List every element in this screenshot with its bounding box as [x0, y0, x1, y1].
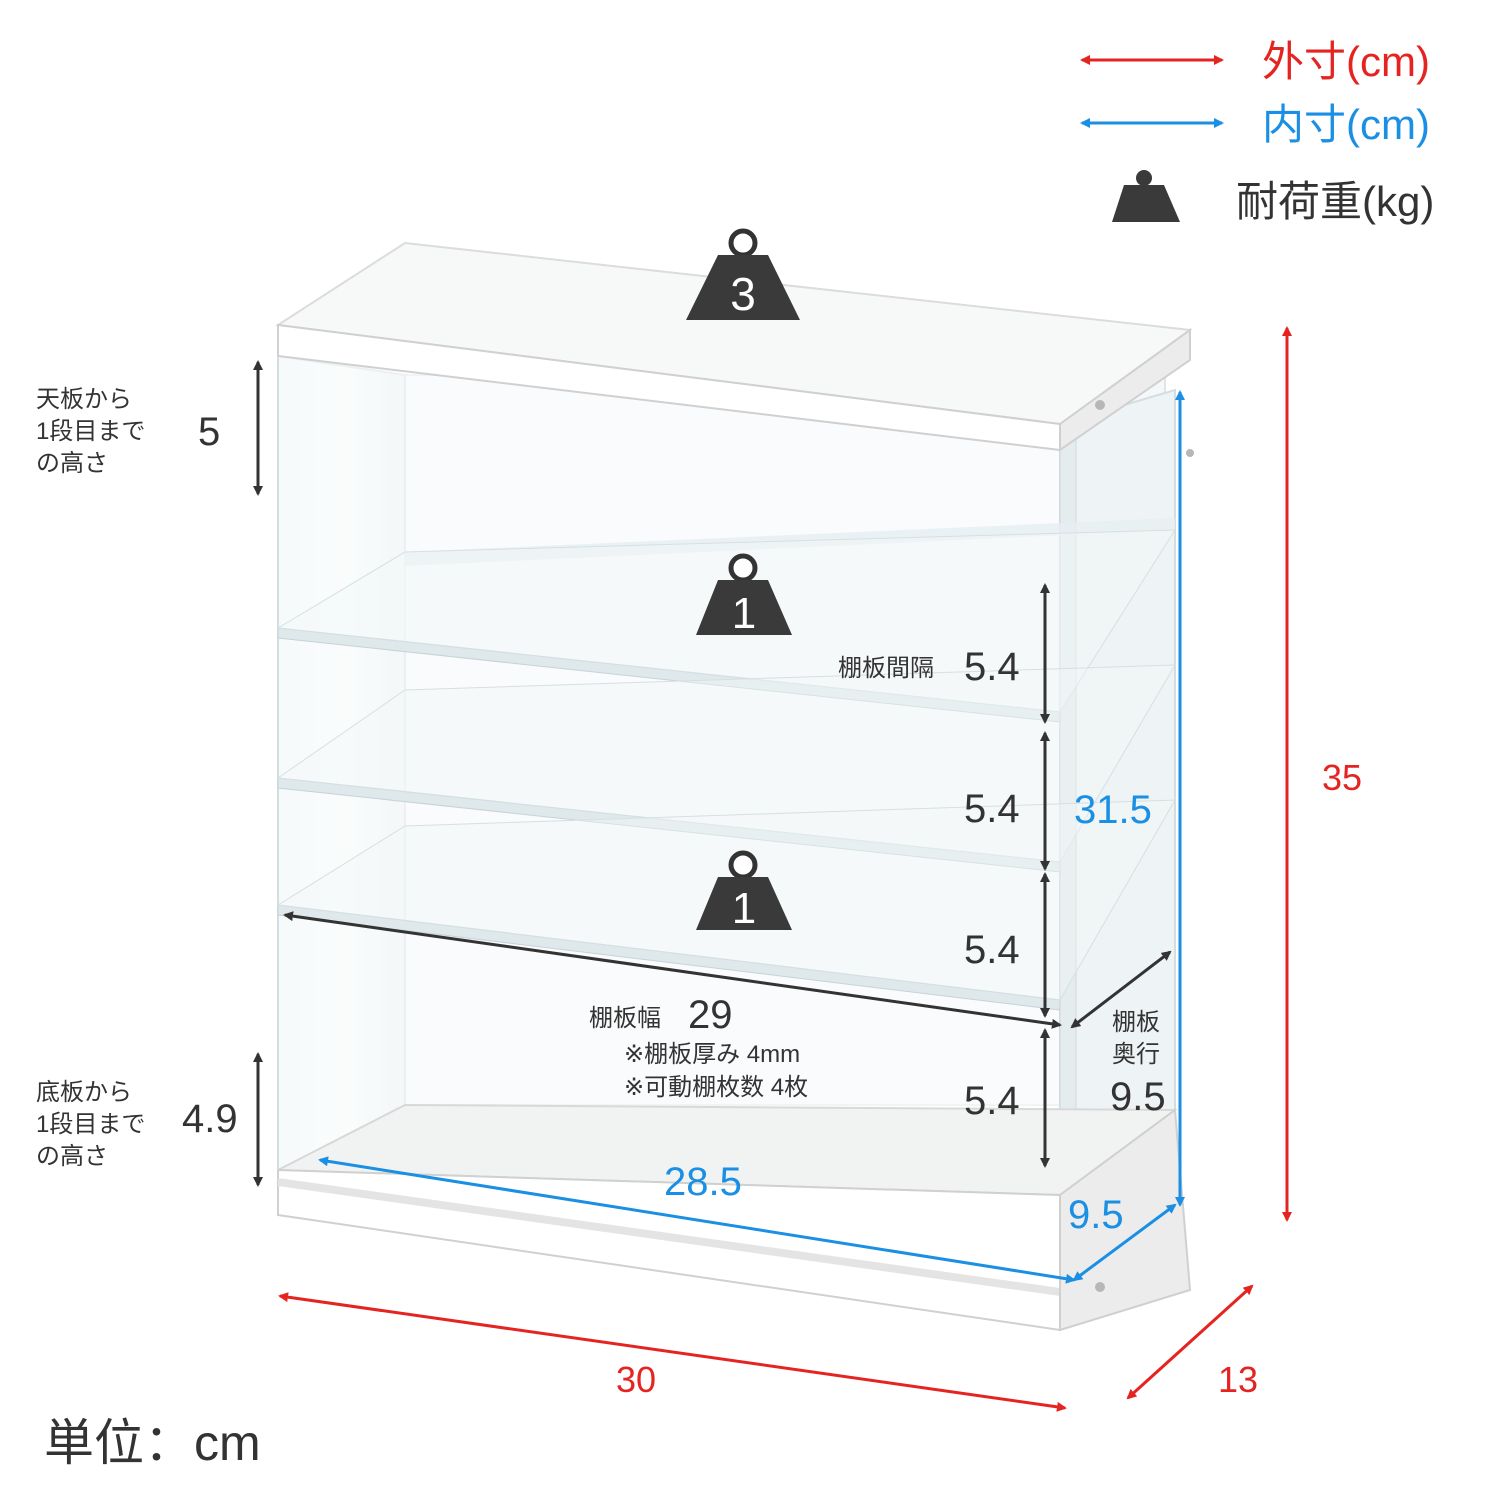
- top-gap-value: 5: [198, 410, 220, 454]
- inner-depth-value: 9.5: [1068, 1193, 1124, 1237]
- weight-shelf-lower-value: 1: [732, 884, 756, 933]
- shelf-width-label: 棚板幅: [589, 1005, 661, 1032]
- legend-inner-label: 内寸(cm): [1262, 101, 1430, 148]
- shelf-count-note: ※可動棚枚数 4枚: [624, 1074, 808, 1101]
- shelf-width-value: 29: [688, 993, 733, 1037]
- outer-width-value: 30: [616, 1359, 656, 1400]
- unit-label: 単位：cm: [44, 1415, 261, 1471]
- inner-dimensions: 31.5 28.5 9.5: [318, 390, 1185, 1284]
- weight-shelf-upper-value: 1: [732, 589, 756, 638]
- shelf-depth-dimension: 棚板 奥行 9.5: [1070, 950, 1172, 1119]
- legend-load-label: 耐荷重(kg): [1236, 178, 1434, 225]
- shelf-spacing-value-2: 5.4: [964, 787, 1020, 831]
- bottom-gap-label-3: の高さ: [36, 1143, 108, 1170]
- shelf-spacing-value-4: 5.4: [964, 1079, 1020, 1123]
- weight-icon: [1112, 170, 1180, 222]
- legend: 外寸(cm) 内寸(cm) 耐荷重(kg): [1080, 38, 1434, 225]
- bottom-gap-label-2: 1段目まで: [36, 1111, 145, 1138]
- outer-dimensions: 35 30 13: [278, 326, 1362, 1412]
- shelf-2: [276, 664, 1176, 873]
- bottom-gap-dimension: 底板から 1段目まで の高さ 4.9: [36, 1052, 263, 1187]
- bottom-gap-label-1: 底板から: [36, 1079, 132, 1106]
- shelf-thickness-note: ※棚板厚み 4mm: [624, 1041, 800, 1068]
- shelf-depth-label-1: 棚板: [1112, 1009, 1160, 1036]
- shelf-spacing-label: 棚板間隔: [838, 655, 934, 682]
- shelf-spacing-value-1: 5.4: [964, 645, 1020, 689]
- shelf-spacing-value-3: 5.4: [964, 928, 1020, 972]
- top-gap-label-3: の高さ: [36, 450, 108, 477]
- shelf-depth-label-2: 奥行: [1112, 1041, 1160, 1068]
- outer-depth-value: 13: [1218, 1359, 1258, 1400]
- weight-top-value: 3: [730, 268, 756, 320]
- top-gap-label-1: 天板から: [36, 386, 132, 413]
- inner-height-value: 31.5: [1074, 788, 1152, 832]
- weight-badge-top: 3: [686, 228, 800, 320]
- shelf-depth-value: 9.5: [1110, 1075, 1166, 1119]
- outer-height-value: 35: [1322, 757, 1362, 798]
- shelf-width-dimension: 棚板幅 29 ※棚板厚み 4mm ※可動棚枚数 4枚: [283, 911, 1062, 1101]
- legend-outer-label: 外寸(cm): [1262, 38, 1430, 85]
- bottom-gap-value: 4.9: [182, 1097, 238, 1141]
- top-gap-dimension: 天板から 1段目まで の高さ 5: [36, 360, 263, 496]
- inner-width-value: 28.5: [664, 1160, 742, 1204]
- top-gap-label-2: 1段目まで: [36, 418, 145, 445]
- weight-badge-shelf-upper: 1: [696, 553, 792, 638]
